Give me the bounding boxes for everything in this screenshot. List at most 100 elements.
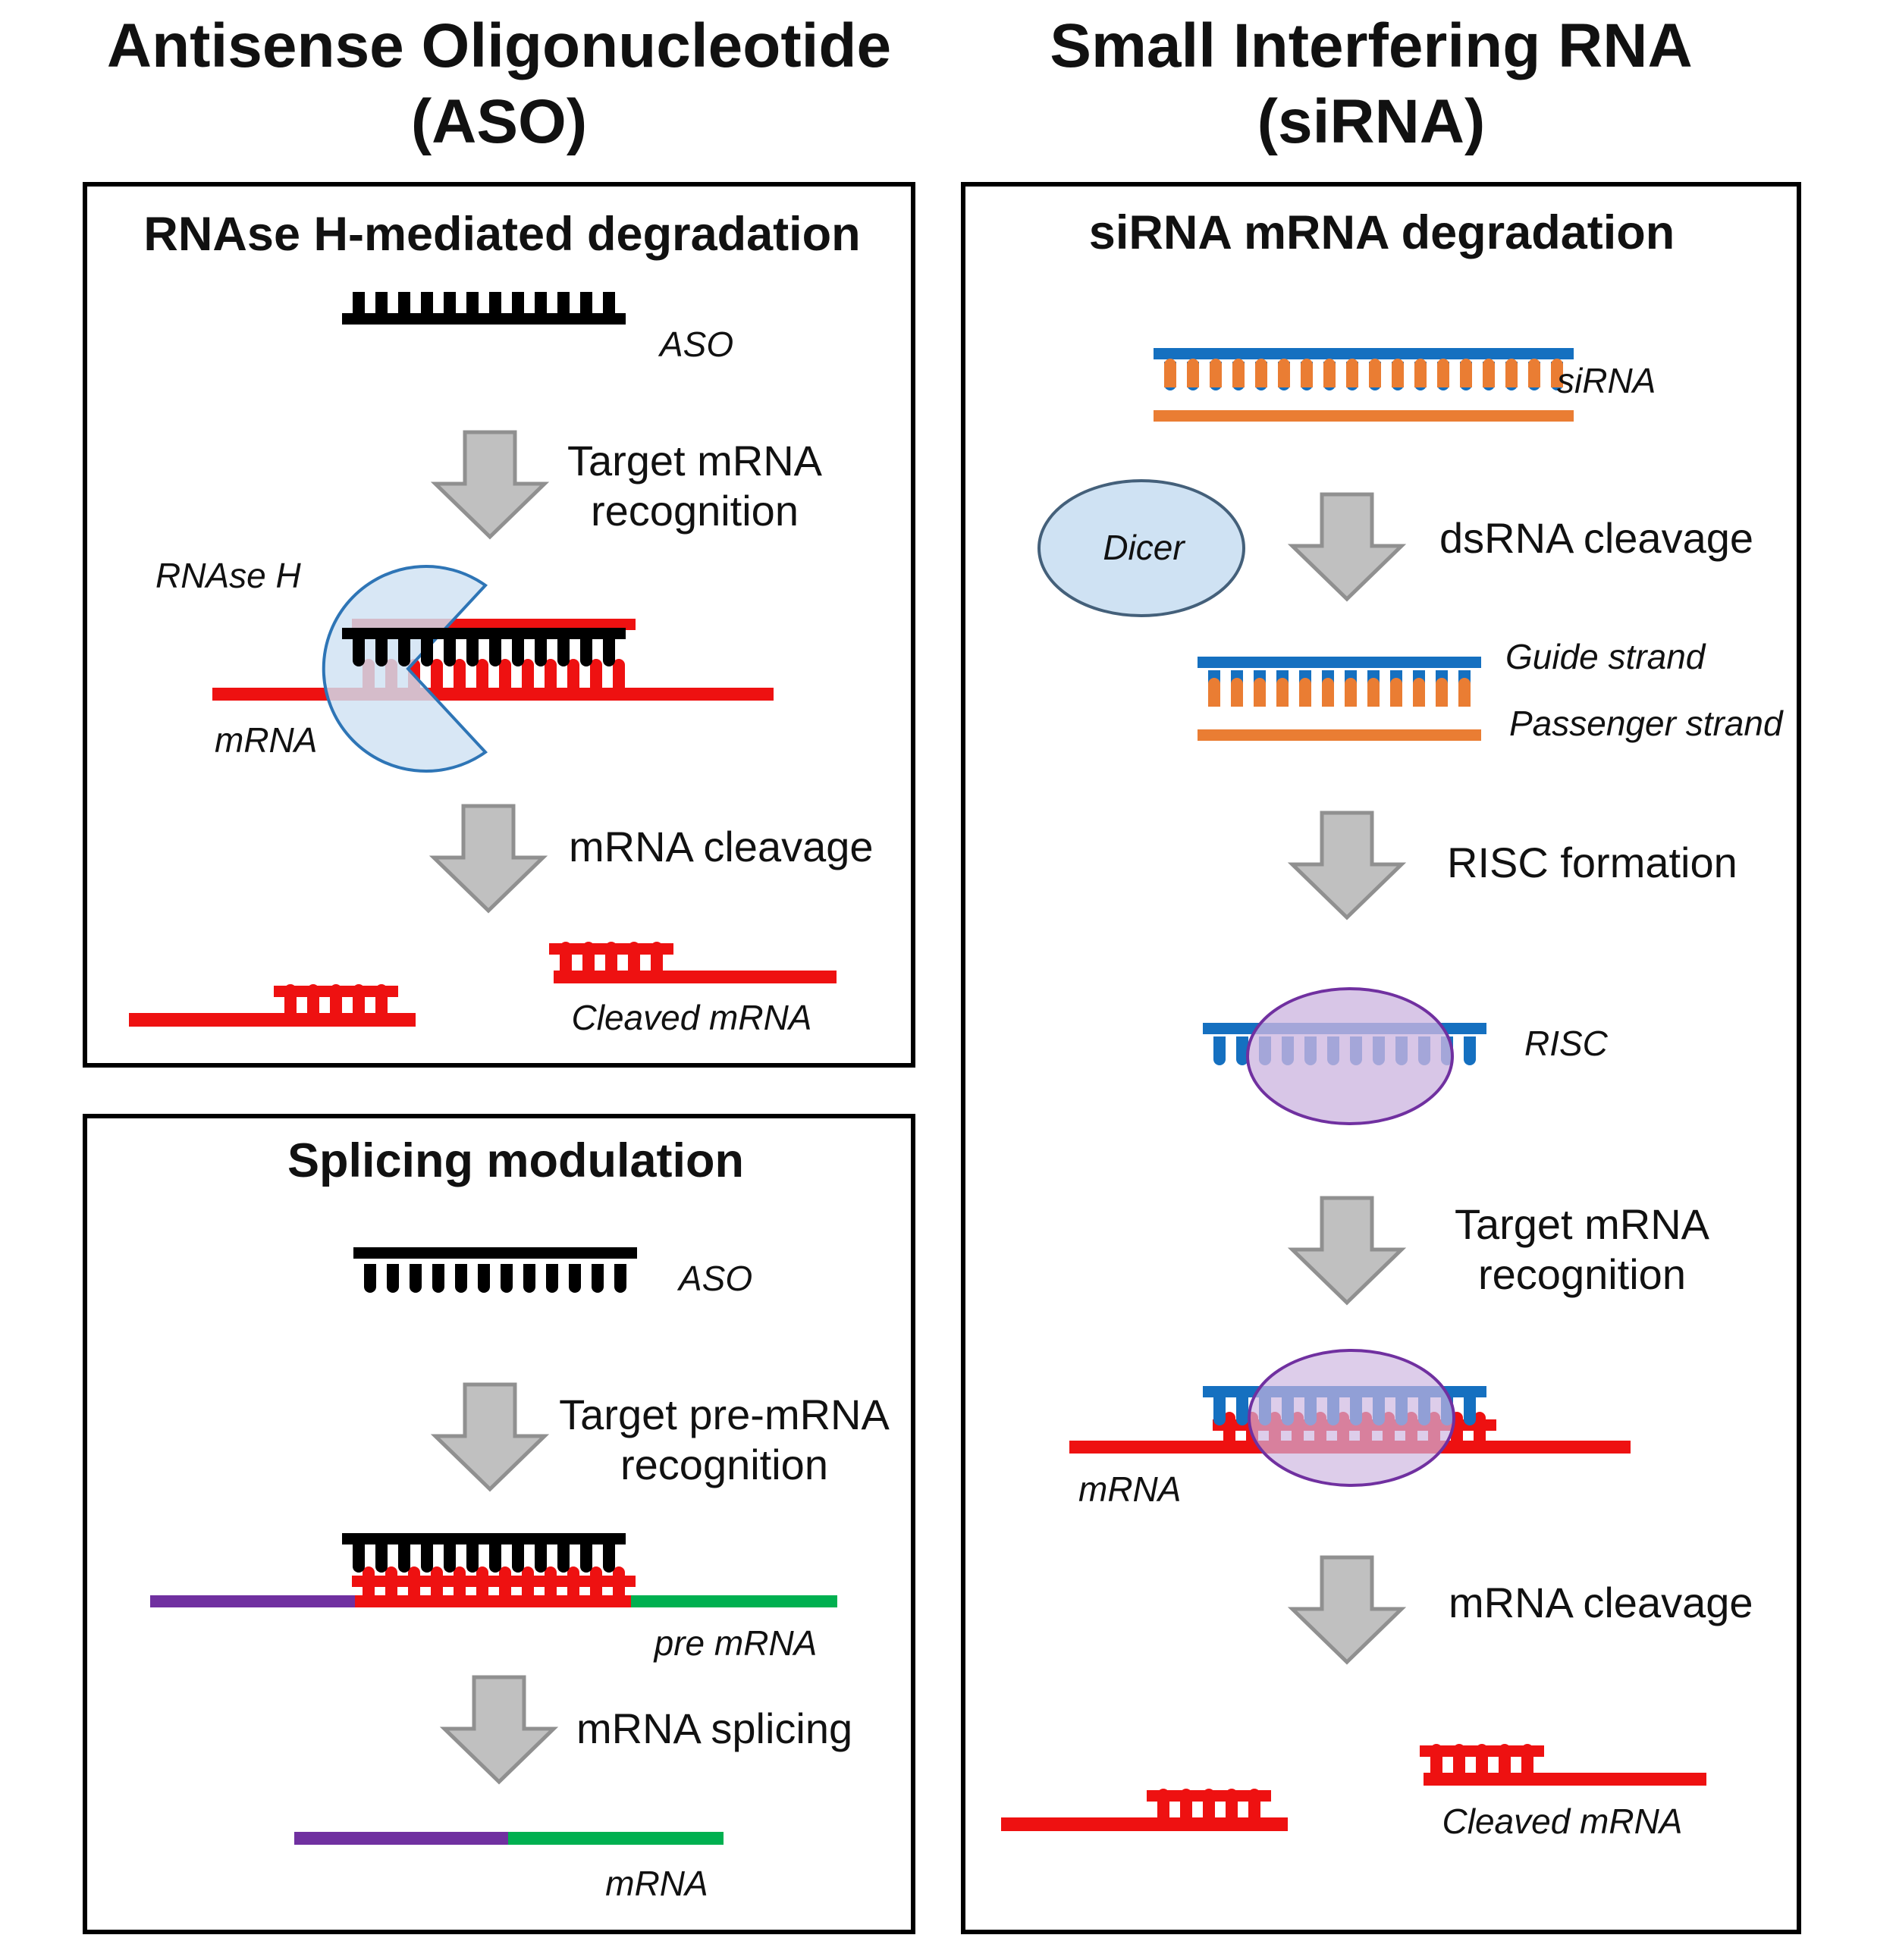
down-arrow-icon — [439, 1675, 559, 1785]
strand-backbone — [342, 628, 626, 639]
nucleotide-base — [499, 659, 511, 688]
nucleotide-base — [1208, 678, 1220, 707]
pre-mrna-right-exon — [631, 1595, 837, 1607]
rnase-h-label: RNAse H — [155, 556, 301, 595]
nucleotide-base — [1254, 678, 1266, 707]
nucleotide-base — [387, 1264, 399, 1293]
nucleotide-base — [410, 1264, 422, 1293]
down-arrow-shape — [1287, 811, 1407, 920]
mrna-label: mRNA — [215, 720, 317, 760]
strand-backbone — [1198, 729, 1481, 741]
sirna-title-line1: Small Interfering RNA — [1050, 11, 1692, 80]
nucleotide-base — [489, 1544, 501, 1573]
nucleotide-base — [478, 1264, 490, 1293]
target-mrna-label: mRNA — [1078, 1469, 1181, 1509]
nucleotide-base — [1248, 1789, 1260, 1817]
pre-mrna-label: pre mRNA — [653, 1623, 818, 1663]
sirna-cleaved-mrna-left-bases — [1147, 1789, 1271, 1817]
down-arrow-shape — [1287, 1196, 1407, 1306]
nucleotide-base — [567, 1566, 579, 1595]
nucleotide-base — [421, 292, 433, 321]
nucleotide-base — [1226, 1789, 1238, 1817]
spliced-mrna-left-exon — [294, 1832, 510, 1845]
nucleotide-base — [569, 1264, 581, 1293]
strand-backbone — [1198, 657, 1481, 668]
pre-mrna-target-region — [355, 1595, 633, 1607]
aso-bound-strand — [342, 628, 626, 666]
nucleotide-base — [567, 659, 579, 688]
nucleotide-base — [545, 659, 557, 688]
nucleotide-base — [1414, 359, 1427, 387]
sirna-cleaved-mrna-right-bases — [1420, 1744, 1544, 1773]
spliced-mrna-right-exon — [508, 1832, 724, 1845]
strand-backbone — [342, 313, 626, 325]
splicing-step1-line1: Target pre-mRNA — [559, 1391, 890, 1438]
nucleotide-base — [613, 1566, 625, 1595]
nucleotide-base — [1157, 1789, 1169, 1817]
down-arrow-icon — [430, 1382, 550, 1492]
nucleotide-base — [363, 1566, 375, 1595]
sirna-cleaved-mrna-label: Cleaved mRNA — [1442, 1802, 1683, 1841]
nucleotide-base — [466, 638, 479, 666]
nucleotide-base — [398, 292, 410, 321]
nucleotide-base — [1413, 678, 1425, 707]
splicing-panel-heading: Splicing modulation — [287, 1134, 744, 1187]
nucleotide-base — [522, 1566, 534, 1595]
nucleotide-base — [1278, 359, 1290, 387]
nucleotide-base — [557, 638, 570, 666]
nucleotide-base — [353, 638, 365, 666]
nucleotide-base — [375, 984, 388, 1013]
down-arrow-icon — [1287, 1196, 1407, 1306]
nucleotide-base — [651, 942, 663, 971]
nucleotide-base — [284, 984, 297, 1013]
nucleotide-base — [353, 984, 365, 1013]
nucleotide-base — [523, 1264, 535, 1293]
nucleotide-base — [444, 292, 456, 321]
sirna-step4: mRNA cleavage — [1449, 1579, 1753, 1626]
nucleotide-base — [580, 638, 592, 666]
nucleotide-base — [535, 1544, 547, 1573]
cleaved-mrna-left-bases — [274, 984, 398, 1013]
sirna-cleaved-mrna-right — [1424, 1773, 1706, 1786]
nucleotide-base — [1345, 678, 1357, 707]
pre-mrna-bound-bases — [352, 1566, 636, 1595]
nucleotide-base — [603, 292, 615, 321]
nucleotide-base — [1430, 1744, 1442, 1773]
nucleotide-base — [1236, 1397, 1248, 1425]
nucleotide-base — [489, 638, 501, 666]
nucleotide-base — [353, 1544, 365, 1573]
strand-backbone — [352, 1576, 636, 1587]
nucleotide-base — [603, 1544, 615, 1573]
nucleotide-base — [1322, 678, 1334, 707]
rnase-step1-line2: recognition — [591, 487, 799, 535]
aso-title-line2: (ASO) — [411, 87, 587, 156]
nucleotide-base — [1437, 359, 1449, 387]
nucleotide-base — [522, 659, 534, 688]
down-arrow-icon — [1287, 1555, 1407, 1665]
sirna-cleaved-mrna-left — [1001, 1817, 1288, 1831]
nucleotide-base — [1367, 678, 1380, 707]
down-arrow-icon — [430, 430, 550, 540]
nucleotide-base — [613, 659, 625, 688]
down-arrow-shape — [428, 804, 548, 914]
nucleotide-base — [330, 984, 342, 1013]
nucleotide-base — [454, 1566, 466, 1595]
cleaved-mrna-left — [129, 1013, 416, 1027]
nucleotide-base — [1301, 359, 1313, 387]
down-arrow-shape — [430, 430, 550, 540]
nucleotide-base — [1210, 359, 1222, 387]
nucleotide-base — [1476, 1744, 1488, 1773]
rnase-step2: mRNA cleavage — [569, 823, 874, 870]
nucleotide-base — [1551, 359, 1563, 387]
sirna-step1: dsRNA cleavage — [1439, 514, 1753, 562]
pre-mrna-left-exon — [150, 1595, 356, 1607]
strand-backbone — [342, 1533, 626, 1544]
nucleotide-base — [545, 1566, 557, 1595]
nucleotide-base — [375, 292, 388, 321]
sirna-passenger-strand — [1154, 359, 1574, 422]
nucleotide-base — [466, 1544, 479, 1573]
splicing-panel-frame — [83, 1114, 915, 1934]
nucleotide-base — [1392, 359, 1404, 387]
nucleotide-base — [1203, 1789, 1215, 1817]
